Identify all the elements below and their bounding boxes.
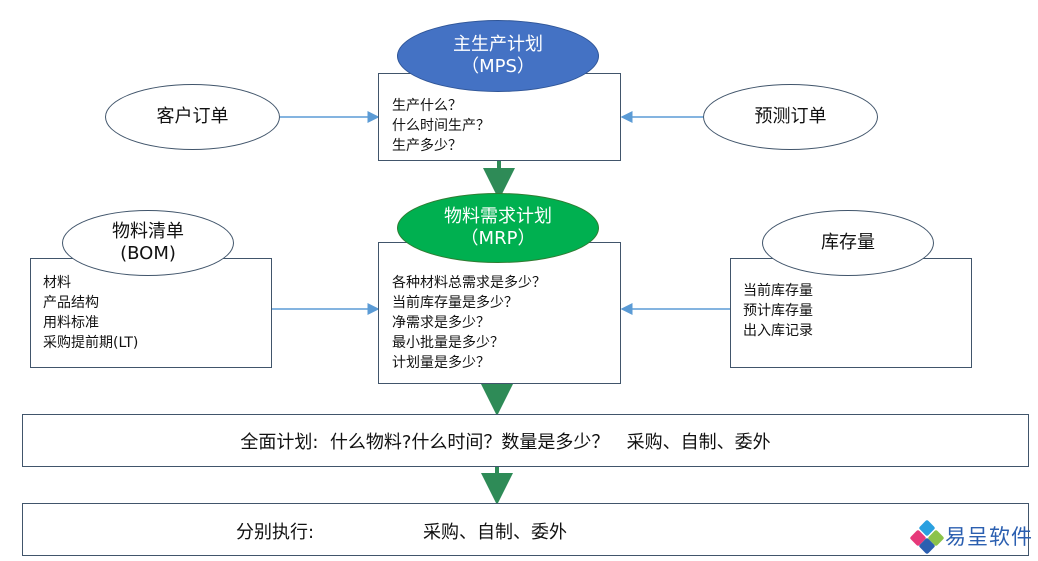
bom-box: 材料 产品结构 用料标准 采购提前期(LT) bbox=[30, 258, 272, 368]
customer-order-ellipse: 客户订单 bbox=[105, 84, 280, 150]
mps-ellipse: 主生产计划 （MPS） bbox=[397, 20, 599, 92]
bom-title: 物料清单 bbox=[112, 220, 184, 242]
bom-item: 材料 bbox=[43, 275, 71, 291]
mrp-box: 各种材料总需求是多少？ 当前库存量是多少？ 净需求是多少？ 最小批量是多少？ 计… bbox=[378, 242, 621, 384]
mrp-question: 最小批量是多少？ bbox=[392, 335, 504, 351]
forecast-order-label: 预测订单 bbox=[754, 105, 827, 127]
bom-item: 采购提前期(LT) bbox=[43, 335, 139, 351]
mps-question: 生产多少？ bbox=[392, 138, 462, 154]
bom-items: 材料 产品结构 用料标准 采购提前期(LT) bbox=[43, 273, 138, 353]
mps-question: 什么时间生产？ bbox=[392, 118, 490, 134]
forecast-order-ellipse: 预测订单 bbox=[703, 84, 878, 150]
bom-item: 用料标准 bbox=[43, 315, 99, 331]
brand-logo: 易呈软件 bbox=[910, 519, 1038, 555]
bom-abbr: (BOM) bbox=[120, 243, 176, 264]
brand-logo-icon bbox=[910, 520, 944, 554]
customer-order-label: 客户订单 bbox=[156, 105, 229, 127]
mps-question: 生产什么？ bbox=[392, 98, 462, 114]
mrp-ellipse: 物料需求计划 （MRP） bbox=[397, 193, 599, 263]
inventory-item: 出入库记录 bbox=[743, 323, 813, 339]
inventory-item: 预计库存量 bbox=[743, 303, 813, 319]
execution-methods: 采购、自制、委外 bbox=[423, 522, 567, 543]
mrp-abbr: （MRP） bbox=[460, 228, 536, 249]
bom-ellipse: 物料清单 (BOM) bbox=[62, 210, 234, 276]
mrp-question: 计划量是多少？ bbox=[392, 355, 490, 371]
overall-plan-text: 全面计划: 什么物料?什么时间？数量是多少？ 采购、自制、委外 bbox=[240, 431, 771, 453]
mps-questions: 生产什么？ 什么时间生产？ 生产多少？ bbox=[392, 96, 490, 156]
mrp-question: 当前库存量是多少？ bbox=[392, 295, 518, 311]
mps-title: 主生产计划 bbox=[453, 33, 543, 55]
execution-box: 分别执行: 采购、自制、委外 bbox=[22, 503, 1029, 556]
mps-abbr: （MPS） bbox=[461, 56, 535, 77]
mrp-question: 净需求是多少？ bbox=[392, 315, 490, 331]
inventory-title: 库存量 bbox=[821, 231, 875, 253]
inventory-ellipse: 库存量 bbox=[762, 210, 934, 276]
inventory-items: 当前库存量 预计库存量 出入库记录 bbox=[743, 281, 813, 341]
mrp-title: 物料需求计划 bbox=[444, 205, 552, 227]
execution-label: 分别执行: bbox=[236, 522, 315, 543]
overall-plan-box: 全面计划: 什么物料?什么时间？数量是多少？ 采购、自制、委外 bbox=[22, 414, 1029, 467]
brand-logo-text: 易呈软件 bbox=[945, 525, 1033, 549]
bom-item: 产品结构 bbox=[43, 295, 99, 311]
mrp-question: 各种材料总需求是多少？ bbox=[392, 275, 546, 291]
mrp-questions: 各种材料总需求是多少？ 当前库存量是多少？ 净需求是多少？ 最小批量是多少？ 计… bbox=[392, 273, 546, 373]
inventory-item: 当前库存量 bbox=[743, 283, 813, 299]
